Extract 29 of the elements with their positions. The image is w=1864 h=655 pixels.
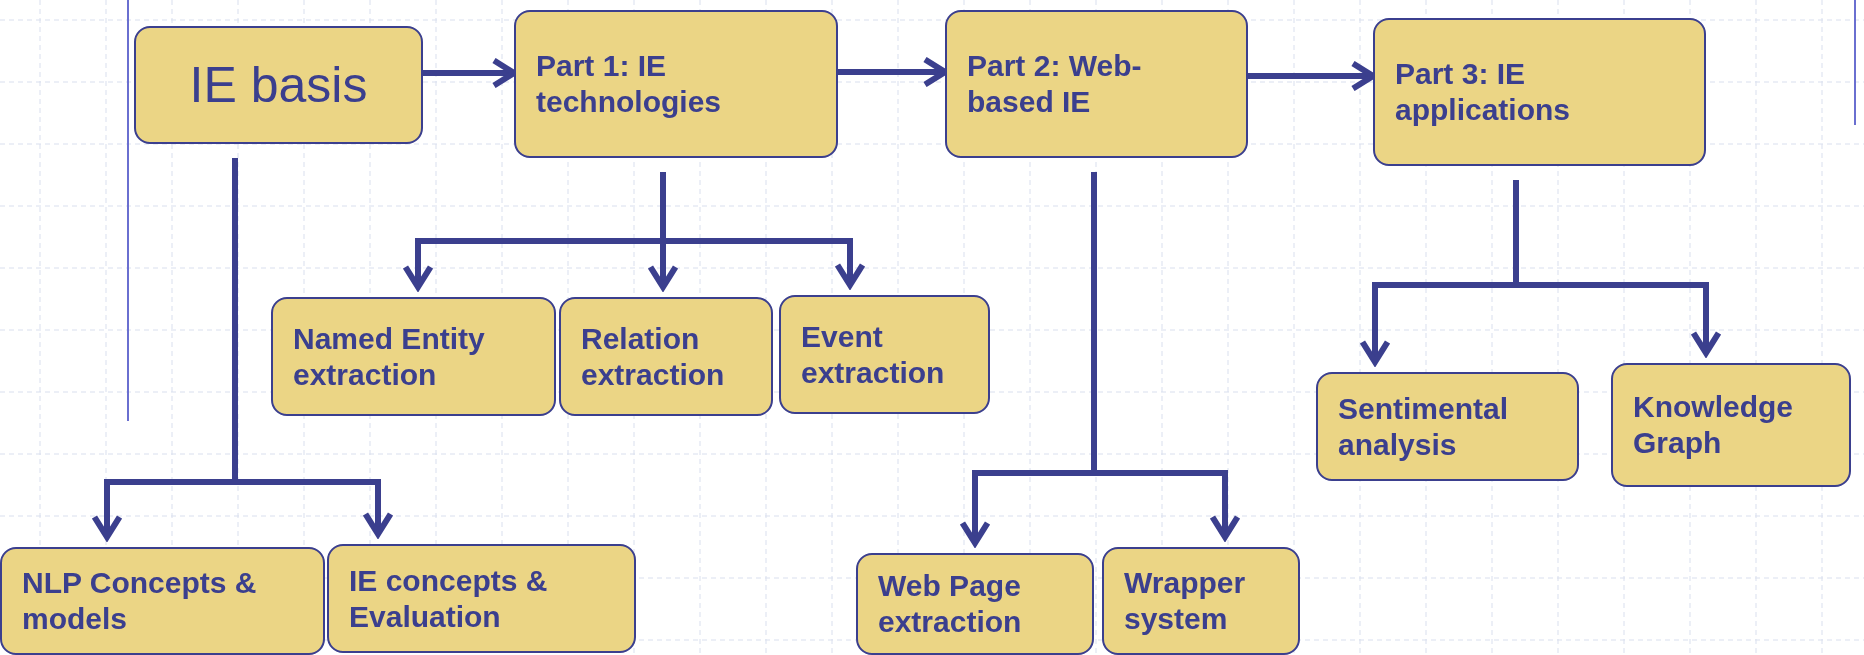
topic-label: Part 1: IE technologies [536,48,723,120]
topic-label: Relation extraction [581,320,726,393]
topic-box [779,295,990,414]
topic-box [1102,547,1300,655]
arrow [660,172,866,288]
topic-box [0,547,325,655]
topic-label: Named Entity extraction [293,320,486,393]
topic-label: IE basis [189,56,368,115]
topic-box [1316,372,1579,481]
topic-box [856,553,1094,655]
topic-box [514,10,838,158]
topic-box [134,26,423,144]
topic-label: Knowledge Graph [1633,389,1794,461]
topic-label: Wrapper system [1124,565,1247,637]
topic-box [1373,18,1706,166]
topic-label: Sentimental analysis [1338,390,1510,463]
topic-box [559,297,773,416]
arrow [1513,180,1722,356]
topic-box [327,544,636,653]
topic-label: Event extraction [801,318,946,391]
arrow [232,158,394,537]
topic-label: IE concepts & Evaluation [349,562,549,635]
topic-label: Web Page extraction [878,568,1023,640]
topic-box [1611,363,1851,487]
topic-label: Part 3: IE applications [1395,56,1572,128]
topic-label: Part 2: Web-based IE [967,48,1143,120]
topic-box [271,297,556,416]
topic-label: NLP Concepts & models [22,565,258,637]
topic-box [945,10,1248,158]
